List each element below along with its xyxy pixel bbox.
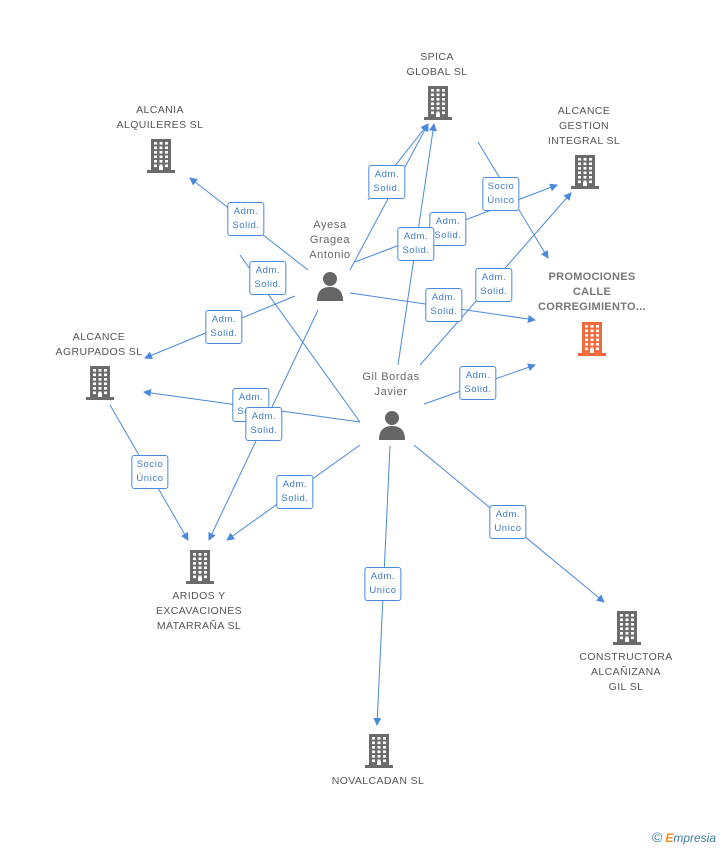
person-icon[interactable] — [378, 410, 406, 445]
node-label-alcania: ALCANIA ALQUILERES SL — [116, 104, 204, 131]
brand-logo-initial: E — [665, 831, 674, 845]
edge-label: Adm. Solid. — [459, 366, 497, 400]
edge-label: Adm. Solid. — [276, 475, 314, 509]
edge-label: Adm. Solid. — [429, 212, 467, 246]
building-icon[interactable] — [571, 155, 599, 194]
person-icon[interactable] — [316, 271, 344, 306]
node-label-alcance-gestion: ALCANCE GESTION INTEGRAL SL — [547, 105, 621, 147]
edge-label: Adm. Solid. — [397, 227, 435, 261]
footer-brand[interactable]: ©Empresia — [652, 829, 716, 845]
edge-label: Adm. Solid. — [425, 288, 463, 322]
edge-label: Socio Único — [482, 177, 520, 211]
edge-label: Adm. Solid. — [475, 268, 513, 302]
building-icon[interactable] — [86, 366, 114, 405]
copyright-icon: © — [652, 829, 663, 845]
node-label-alcance-agrupados: ALCANCE AGRUPADOS SL — [55, 331, 143, 358]
building-icon[interactable] — [365, 734, 393, 773]
node-label-spica: SPICA GLOBAL SL — [406, 51, 468, 78]
node-label-novalcadan: NOVALCADAN SL — [331, 775, 425, 787]
person-label-gil: Gil Bordas Javier — [362, 371, 420, 398]
edge-label: Adm. Unico — [364, 567, 402, 601]
building-icon[interactable] — [147, 139, 175, 178]
edge-label: Adm. Solid. — [227, 202, 265, 236]
node-label-constructora: CONSTRUCTORA ALCAÑIZANA GIL SL — [579, 651, 673, 693]
node-label-aridos: ARIDOS Y EXCAVACIONES MATARRAÑA SL — [155, 590, 243, 632]
building-icon[interactable] — [613, 611, 641, 650]
person-label-ayesa: Ayesa Gragea Antonio — [309, 219, 351, 261]
edge-label: Adm. Unico — [489, 505, 527, 539]
building-icon[interactable] — [424, 86, 452, 125]
edge-label: Adm. Solid. — [205, 310, 243, 344]
edge-label: Adm. Solid. — [368, 165, 406, 199]
edge-label: Socio Único — [131, 455, 169, 489]
edge-label: Adm. Solid. — [249, 261, 287, 295]
building-icon[interactable] — [578, 322, 606, 361]
building-icon[interactable] — [186, 550, 214, 589]
node-label-promociones: PROMOCIONES CALLE CORREGIMIENTO... — [538, 271, 646, 313]
edge-label: Adm. Solid. — [245, 407, 283, 441]
brand-logo-text: mpresia — [673, 831, 717, 845]
